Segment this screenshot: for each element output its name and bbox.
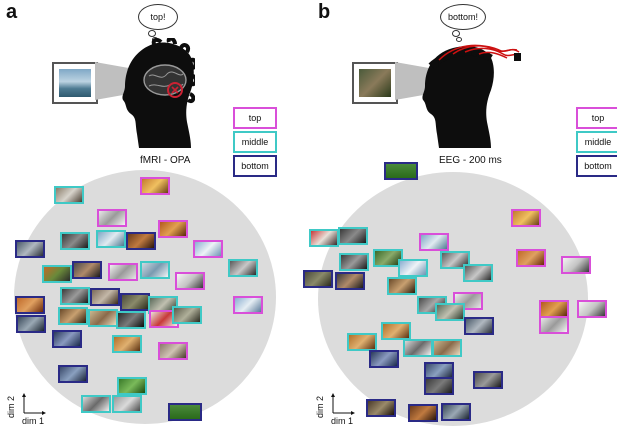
stimulus-thumbnail <box>384 162 418 180</box>
stimulus-thumbnail <box>435 303 465 321</box>
stimulus-thumbnail <box>309 229 339 247</box>
method-label: EEG - 200 ms <box>439 155 502 166</box>
stimulus-thumbnail <box>366 399 396 417</box>
stimulus-thumbnail <box>16 315 46 333</box>
stimulus-frame <box>52 62 98 104</box>
stimulus-thumbnail <box>60 232 90 250</box>
head-silhouette-icon <box>95 38 195 148</box>
stimulus-thumbnail <box>511 209 541 227</box>
stimulus-thumbnail <box>338 227 368 245</box>
stimulus-thumbnail <box>60 287 90 305</box>
stimulus-thumbnail <box>473 371 503 389</box>
axis-y-label: dim 2 <box>6 395 16 418</box>
stimulus-thumbnail <box>158 220 188 238</box>
stimulus-thumbnail <box>561 256 591 274</box>
method-label: fMRI - OPA <box>140 155 191 166</box>
legend-top: top <box>576 107 617 129</box>
panel-b: b bottom! top middle bottom EEG - 200 ms <box>303 0 617 430</box>
stimulus-thumbnail <box>408 404 438 422</box>
stimulus-thumbnail <box>577 300 607 318</box>
stimulus-thumbnail <box>463 264 493 282</box>
stimulus-thumbnail <box>140 261 170 279</box>
head-silhouette-icon <box>395 44 521 148</box>
stimulus-thumbnail <box>403 339 433 357</box>
stimulus-thumbnail <box>96 230 126 248</box>
stimulus-thumbnail <box>387 277 417 295</box>
stimulus-thumbnail <box>158 342 188 360</box>
axis-x-label: dim 1 <box>331 416 354 426</box>
stimulus-thumbnail <box>112 395 142 413</box>
axis-arrows-icon <box>331 393 355 415</box>
stimulus-thumbnail <box>72 261 102 279</box>
stimulus-thumbnail <box>432 339 462 357</box>
stimulus-thumbnail <box>228 259 258 277</box>
stimulus-thumbnail <box>373 249 403 267</box>
axis-arrows-icon <box>22 393 46 415</box>
stimulus-thumbnail <box>303 270 333 288</box>
stimulus-thumbnail <box>175 272 205 290</box>
legend-bottom: bottom <box>576 155 617 177</box>
stimulus-thumbnail <box>441 403 471 421</box>
stimulus-thumbnail <box>117 377 147 395</box>
axis-y-label: dim 2 <box>315 395 325 418</box>
stimulus-thumbnail <box>81 395 111 413</box>
stimulus-thumbnail <box>369 350 399 368</box>
thought-bubble-dot <box>452 30 460 37</box>
stimulus-thumbnail <box>126 232 156 250</box>
stimulus-thumbnail <box>54 186 84 204</box>
stimulus-thumbnail <box>168 403 202 421</box>
stimulus-thumbnail <box>172 306 202 324</box>
stimulus-thumbnail <box>381 322 411 340</box>
stimulus-image <box>359 69 391 97</box>
panel-a: a top! top middle bottom fMRI - OPA <box>0 0 308 430</box>
stimulus-thumbnail <box>15 240 45 258</box>
panel-letter: b <box>318 1 331 23</box>
stimulus-thumbnail <box>120 293 150 311</box>
stimulus-thumbnail <box>97 209 127 227</box>
stimulus-thumbnail <box>58 365 88 383</box>
thought-bubble-dot <box>148 30 156 37</box>
legend-bottom: bottom <box>233 155 277 177</box>
stimulus-thumbnail <box>193 240 223 258</box>
stimulus-thumbnail <box>116 311 146 329</box>
thought-bubble-dot <box>456 37 462 42</box>
axis-x-label: dim 1 <box>22 416 45 426</box>
legend-top: top <box>233 107 277 129</box>
stimulus-thumbnail <box>539 316 569 334</box>
stimulus-thumbnail <box>347 333 377 351</box>
legend-middle: middle <box>233 131 277 153</box>
thought-bubble: top! <box>138 4 178 30</box>
stimulus-thumbnail <box>88 309 118 327</box>
stimulus-thumbnail <box>335 272 365 290</box>
stimulus-thumbnail <box>52 330 82 348</box>
stimulus-thumbnail <box>140 177 170 195</box>
stimulus-thumbnail <box>424 377 454 395</box>
stimulus-thumbnail <box>419 233 449 251</box>
stimulus-thumbnail <box>516 249 546 267</box>
stimulus-frame <box>352 62 398 104</box>
legend-middle: middle <box>576 131 617 153</box>
stimulus-thumbnail <box>58 307 88 325</box>
stimulus-thumbnail <box>108 263 138 281</box>
panel-letter: a <box>6 1 18 23</box>
stimulus-thumbnail <box>112 335 142 353</box>
stimulus-thumbnail <box>90 288 120 306</box>
stimulus-image <box>59 69 91 97</box>
stimulus-thumbnail <box>398 259 428 277</box>
stimulus-thumbnail <box>440 251 470 269</box>
stimulus-thumbnail <box>339 253 369 271</box>
stimulus-thumbnail <box>42 265 72 283</box>
stimulus-thumbnail <box>464 317 494 335</box>
stimulus-thumbnail <box>233 296 263 314</box>
thought-bubble: bottom! <box>440 4 486 30</box>
stimulus-thumbnail <box>15 296 45 314</box>
